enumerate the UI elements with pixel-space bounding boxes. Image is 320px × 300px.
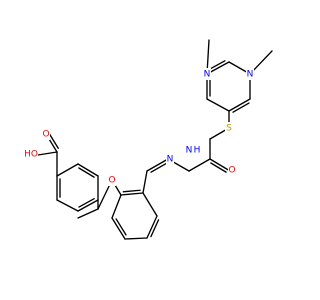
atom-label-bg — [225, 122, 233, 134]
atom-label-bg — [166, 153, 174, 165]
atom-label-s: S — [226, 124, 232, 134]
bond — [49, 133, 59, 149]
bond — [146, 215, 158, 239]
bond — [56, 199, 79, 212]
bond — [228, 98, 251, 112]
bond — [142, 170, 148, 194]
atom-label-n-pr: N — [247, 70, 254, 80]
bond — [142, 192, 158, 217]
bond — [124, 237, 148, 240]
bond — [206, 98, 230, 112]
bond — [56, 163, 79, 177]
bond — [150, 219, 160, 238]
atom-label-o-co: O — [42, 130, 49, 140]
atom-label-o-ether: O — [108, 176, 115, 186]
atom-label-n-pl: N — [204, 70, 211, 80]
bond — [150, 162, 168, 173]
atom-label-bg — [246, 68, 254, 80]
atom-label-bg — [228, 164, 236, 176]
atom-label-bg — [42, 128, 50, 140]
bond — [210, 162, 227, 173]
bond — [77, 208, 99, 219]
bond — [77, 163, 99, 177]
atom-label-h-n: H — [194, 146, 201, 156]
bond — [122, 189, 141, 193]
atom-label-bg — [24, 148, 38, 160]
atom-label-bg — [193, 144, 201, 156]
bond — [188, 158, 211, 172]
bond — [146, 158, 169, 172]
atom-label-o-amide: O — [228, 166, 235, 176]
atom-label-n-a: N — [167, 155, 174, 165]
atom-label-bg — [108, 174, 116, 186]
bond — [111, 194, 122, 219]
atom-label-bg — [185, 144, 193, 156]
bond — [78, 167, 95, 178]
bond — [209, 158, 231, 172]
bond — [77, 199, 99, 212]
atom-label-n-h: N — [186, 146, 193, 156]
bond — [115, 218, 127, 236]
bond — [111, 217, 126, 240]
bond — [232, 102, 250, 113]
bond — [78, 198, 95, 208]
atom-label-bg — [203, 68, 211, 80]
bond — [37, 151, 58, 156]
bond — [120, 192, 144, 196]
atom-label-o-oh: HO — [24, 150, 38, 160]
bond-layer — [37, 39, 273, 240]
